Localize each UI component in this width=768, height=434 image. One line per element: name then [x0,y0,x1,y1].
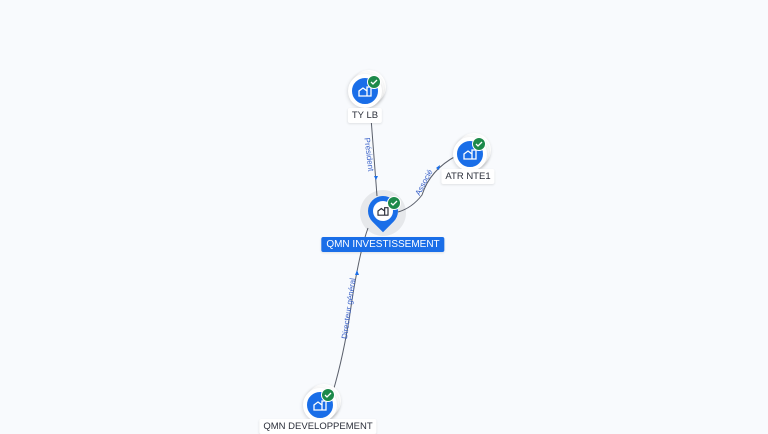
node-label: ATR NTE1 [441,169,495,184]
arrow-icon [436,165,440,170]
verified-check-icon [387,196,401,210]
arrow-icon [355,270,359,275]
edge-associe[interactable] [397,155,457,213]
node-label: QMN INVESTISSEMENT [321,237,445,252]
verified-check-icon [321,388,335,402]
edge-president[interactable] [370,117,378,197]
verified-check-icon [367,75,381,89]
node-label: QMN DEVELOPPEMENT [259,419,377,434]
node-label: TY LB [347,108,383,123]
verified-check-icon [472,137,486,151]
building-icon [348,74,382,108]
arrow-icon [374,176,378,180]
